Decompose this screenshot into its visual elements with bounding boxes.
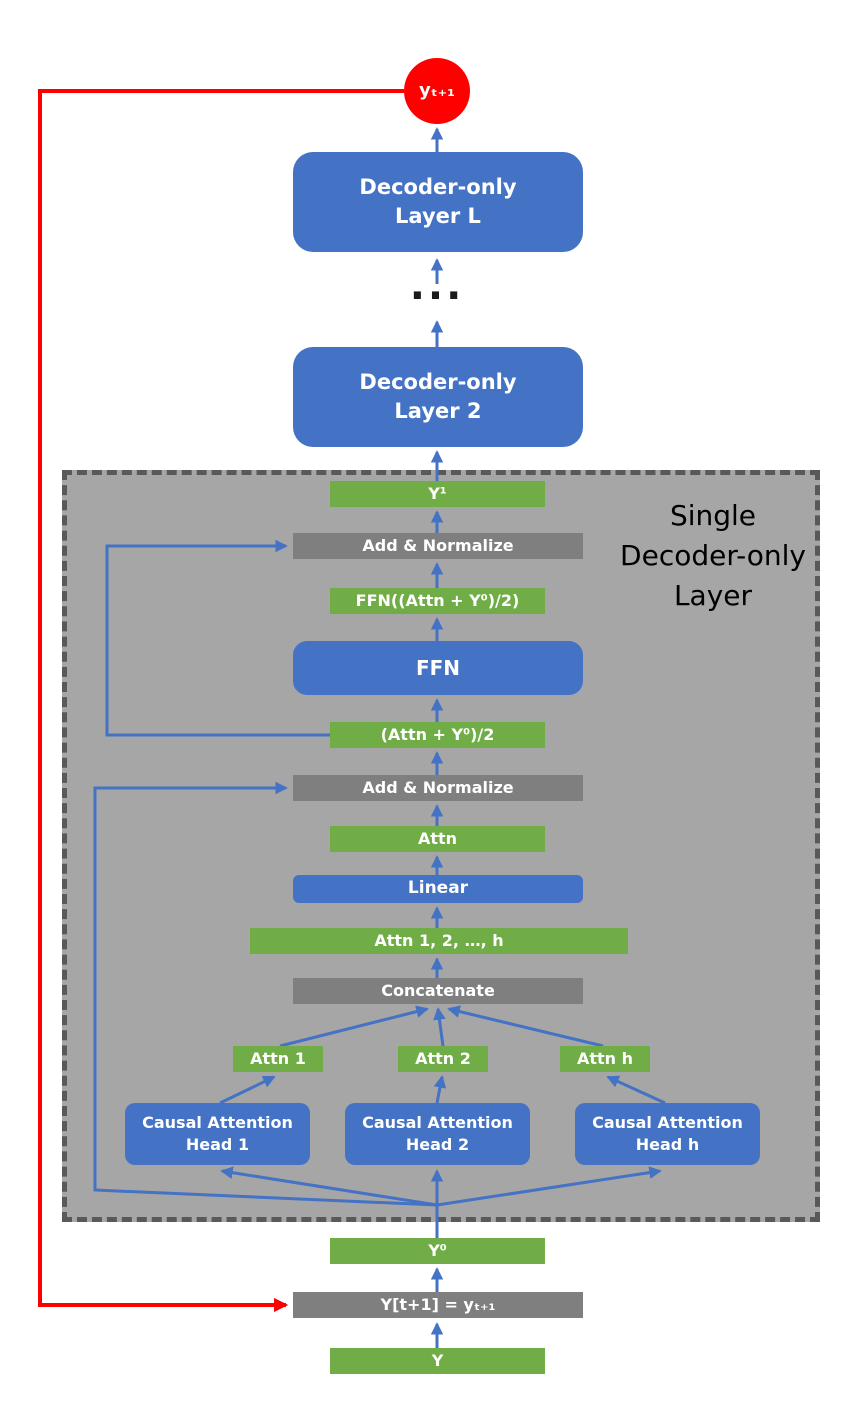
attn2-bar: Attn 2 [398, 1046, 488, 1072]
causal-attention-head-1-node: Causal Attention Head 1 [125, 1103, 310, 1165]
attn-bar: Attn [330, 826, 545, 852]
ffn-output-bar: FFN((Attn + Y⁰)/2) [330, 588, 545, 614]
y0-bar: Y⁰ [330, 1238, 545, 1264]
attn-concat-list-bar: Attn 1, 2, …, h [250, 928, 628, 954]
concatenate-bar: Concatenate [293, 978, 583, 1004]
decoder-layer-L-node: Decoder-only Layer L [293, 152, 583, 252]
layer-stack-ellipsis: ... [409, 263, 465, 309]
attn1-bar: Attn 1 [233, 1046, 323, 1072]
ffn-node: FFN [293, 641, 583, 695]
causal-attention-head-2-node: Causal Attention Head 2 [345, 1103, 530, 1165]
decoder-layer-2-node: Decoder-only Layer 2 [293, 347, 583, 447]
attnh-bar: Attn h [560, 1046, 650, 1072]
single-layer-label: Single Decoder-only Layer [620, 499, 806, 612]
attn-plus-y0-bar: (Attn + Y⁰)/2 [330, 722, 545, 748]
add-normalize-bottom-bar: Add & Normalize [293, 775, 583, 801]
causal-attention-head-h-node: Causal Attention Head h [575, 1103, 760, 1165]
output-token-node: yₜ₊₁ [404, 58, 470, 124]
linear-node: Linear [293, 875, 583, 903]
y1-output-bar: Y¹ [330, 481, 545, 507]
y-update-bar: Y[t+1] = yₜ₊₁ [293, 1292, 583, 1318]
add-normalize-top-bar: Add & Normalize [293, 533, 583, 559]
y-input-bar: Y [330, 1348, 545, 1374]
